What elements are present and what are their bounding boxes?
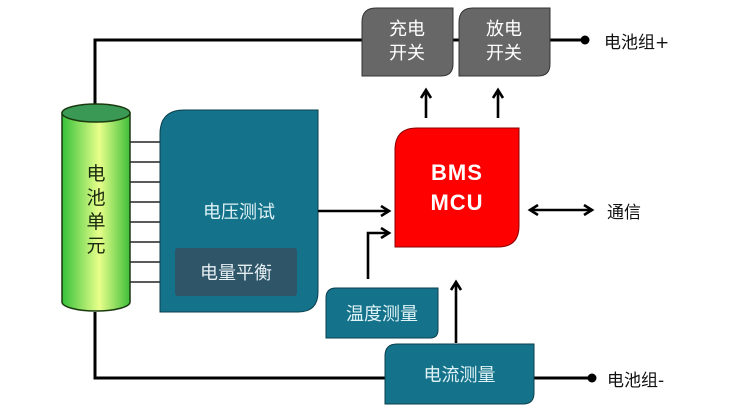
mcu-label-line1: BMS: [431, 160, 483, 185]
charge-switch-line2: 开关: [389, 43, 425, 64]
temp-measure-box[interactable]: [325, 287, 439, 339]
positive-terminal-dot: [580, 35, 590, 45]
communication-label: 通信: [607, 202, 641, 223]
mcu-box[interactable]: [394, 127, 520, 248]
pack-positive-label: 电池组+: [604, 32, 670, 53]
battery-cell-char: 元: [86, 235, 106, 257]
positive-wire: [93, 38, 362, 104]
battery-cell-char: 单: [86, 211, 106, 233]
charge-switch-label: 充电 开关: [361, 18, 453, 66]
balancing-label: 电量平衡: [200, 263, 272, 284]
temp-to-mcu-arrow: [366, 233, 389, 279]
battery-cell-label: 电 池 单 元: [84, 160, 108, 260]
current-measure-box[interactable]: [384, 343, 535, 405]
negative-terminal-dot: [587, 373, 597, 383]
cell-taps: [130, 141, 161, 283]
battery-cell-cylinder: [61, 103, 131, 312]
voltage-test-label: 电压测试: [203, 202, 275, 223]
discharge-switch-box[interactable]: [458, 7, 551, 77]
mcu-label-line2: MCU: [430, 190, 484, 215]
discharge-switch-line1: 放电: [486, 19, 522, 40]
charge-switch-line1: 充电: [389, 19, 425, 40]
negative-wire: [93, 312, 386, 380]
current-measure-label: 电流测量: [423, 365, 496, 386]
battery-cell-char: 池: [86, 187, 106, 209]
discharge-switch-label: 放电 开关: [458, 18, 550, 66]
mcu-label: BMS MCU: [395, 158, 519, 218]
charge-switch-box[interactable]: [361, 7, 454, 77]
discharge-switch-line2: 开关: [486, 43, 522, 64]
temp-measure-label: 温度测量: [346, 304, 418, 325]
battery-cell-char: 电: [86, 163, 106, 185]
pack-negative-label: 电池组-: [607, 370, 665, 391]
balancing-box[interactable]: [175, 248, 297, 296]
